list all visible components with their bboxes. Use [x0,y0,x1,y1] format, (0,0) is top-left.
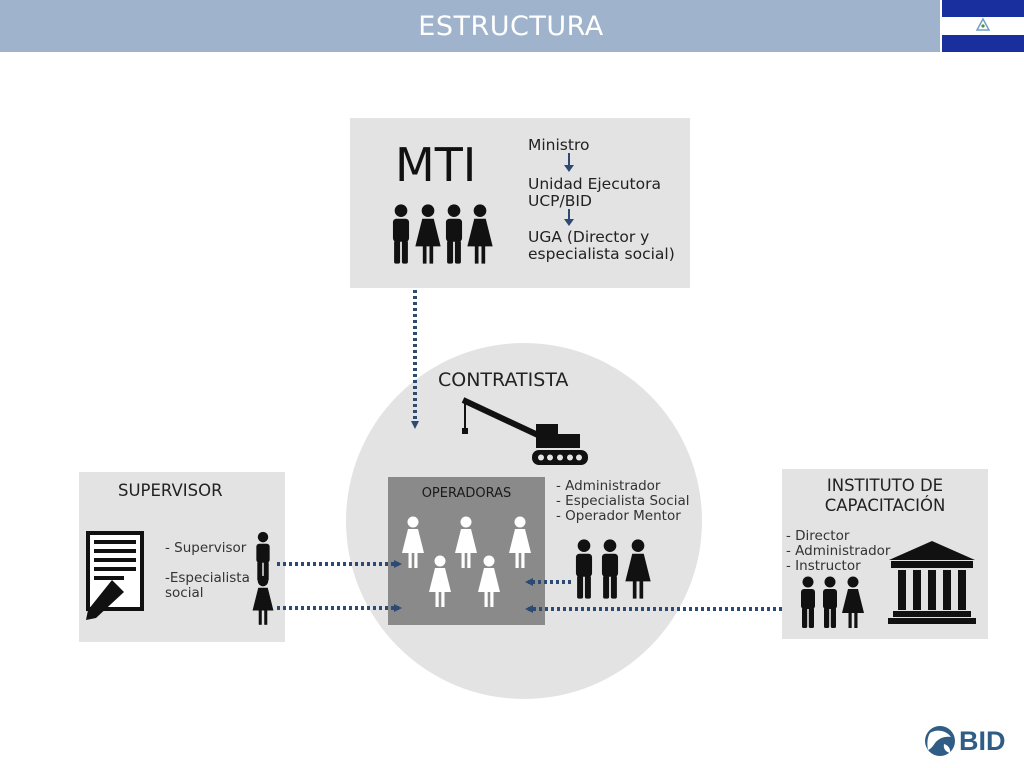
connector-arrows [277,290,782,613]
mti-chain-uga: UGA (Director y especialista social) [528,228,675,263]
supervisor-person-icon [252,531,274,625]
operadoras-label: OPERADORAS [421,486,512,501]
header-bar [0,0,940,52]
contratista-title: CONTRATISTA [438,369,569,391]
contratista-staff-icon [575,539,651,599]
instituto-title: INSTITUTO DE CAPACITACIÓN [824,476,946,515]
supervisor-title: SUPERVISOR [118,481,223,500]
bid-logo-text: BID [959,726,1006,756]
mti-chain-unidad-ejecutora: Unidad Ejecutora UCP/BID [528,175,661,210]
page-title: ESTRUCTURA [418,11,604,42]
nicaragua-flag-icon [942,0,1024,52]
especialista-social-role: -Especialista social [165,570,250,601]
bank-building-icon [888,541,976,624]
mti-title: MTI [395,138,477,192]
document-pen-icon [86,531,144,620]
bid-logo-icon [925,726,955,756]
crane-icon [461,397,588,465]
chain-arrow-icon [564,153,574,226]
people-group-icon [392,204,493,264]
instituto-roles: - Director - Administrador - Instructor [786,528,891,574]
mti-chain-ministro: Ministro [528,136,590,154]
instituto-staff-icon [801,576,864,628]
supervisor-role: - Supervisor [165,540,247,556]
operadoras-people-icon [402,516,531,607]
contratista-roles: - Administrador - Especialista Social - … [556,478,690,524]
